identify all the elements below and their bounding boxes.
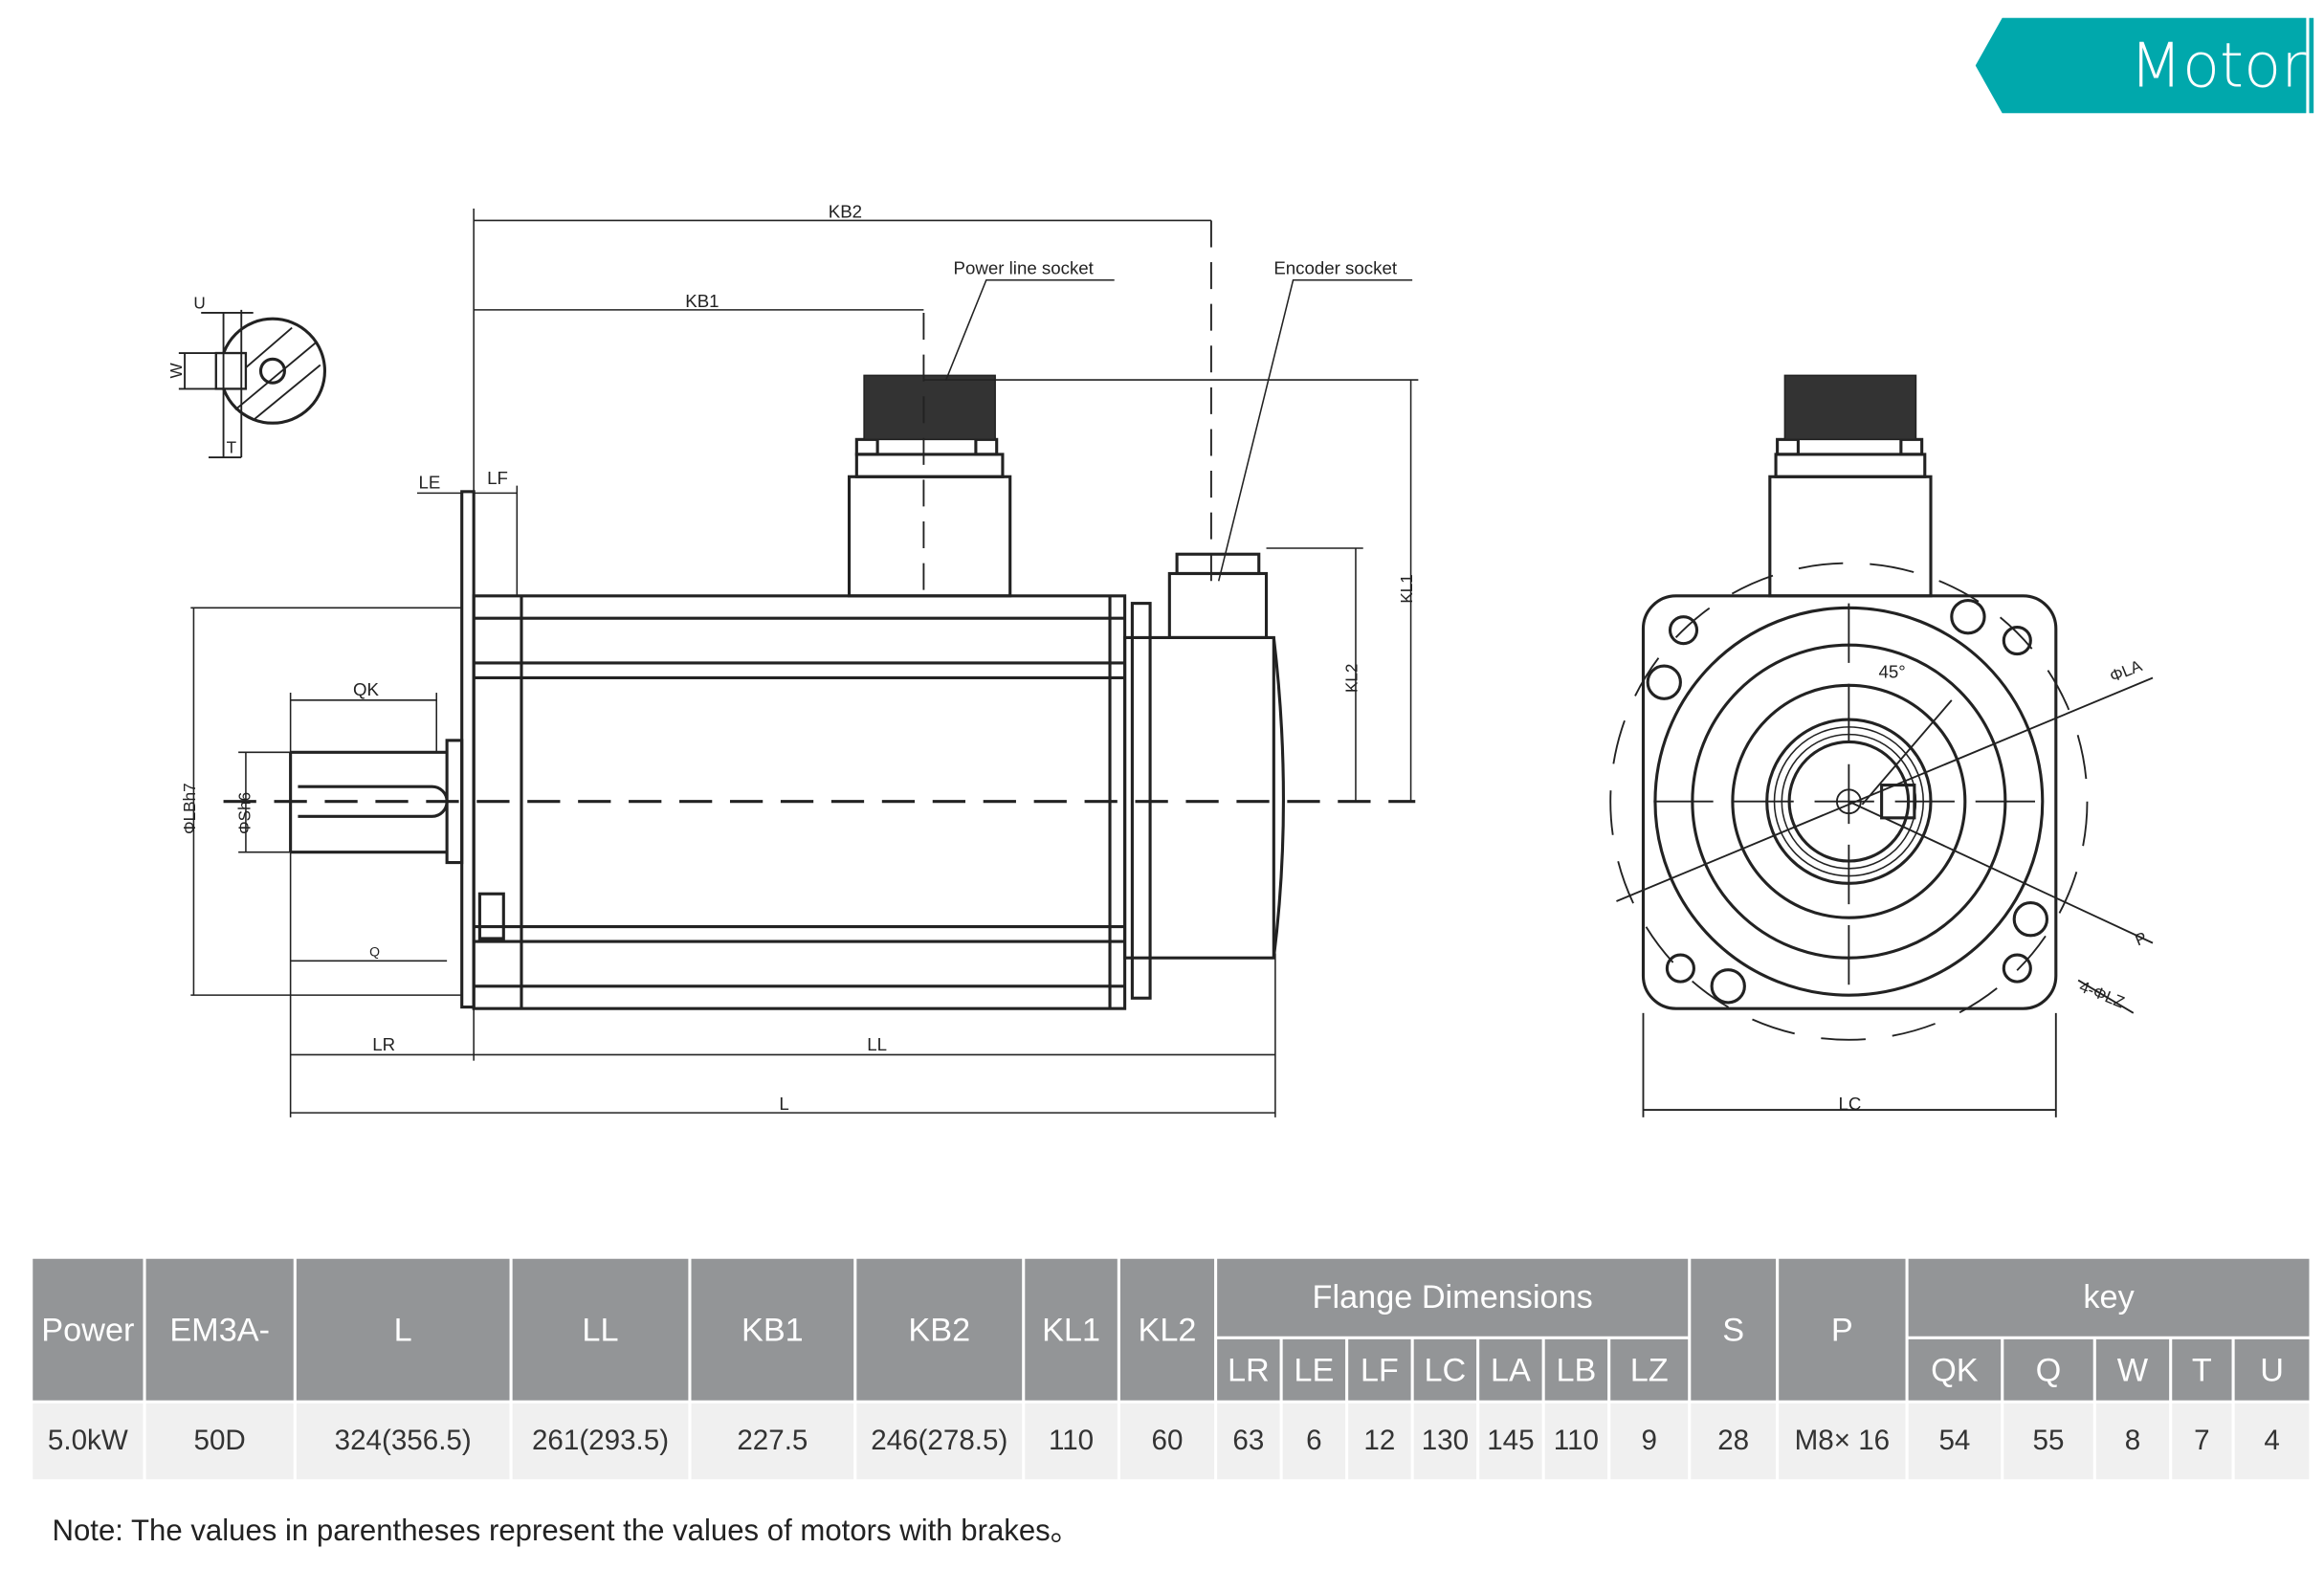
header-kl1: KL1 [1025,1258,1118,1401]
header-l: L [296,1258,510,1401]
label-qk: QK [353,679,380,699]
section-title-banner: Motor size [1975,17,2315,185]
header-model: EM3A- [145,1258,294,1401]
cell-kb1: 227.5 [691,1403,854,1480]
cell-lr: 63 [1217,1403,1280,1480]
cell-model: 50D [145,1403,294,1480]
label-kl2: KL2 [1343,664,1361,693]
cell-lz: 9 [1610,1403,1689,1480]
cell-ll: 261(293.5) [512,1403,689,1480]
header-lb: LB [1544,1338,1608,1401]
key-section-view [178,309,327,458]
header-kb1: KB1 [691,1258,854,1401]
header-t: T [2172,1338,2232,1401]
header-u: U [2234,1338,2310,1401]
header-flange-dimensions: Flange Dimensions [1217,1258,1689,1337]
label-kb2: KB2 [829,201,862,221]
label-lb: ΦLBh7 [181,783,199,834]
header-lz: LZ [1610,1338,1689,1401]
label-u: U [193,294,205,312]
label-q: Q [369,944,380,960]
header-w: W [2095,1338,2170,1401]
motor-drawing: U W T [167,201,2154,1117]
header-power: Power [33,1258,144,1401]
label-t: T [227,438,237,456]
header-kb2: KB2 [856,1258,1023,1401]
header-ll: LL [512,1258,689,1401]
cell-p: M8× 16 [1779,1403,1906,1480]
header-p: P [1779,1258,1906,1401]
label-s: ΦSh6 [236,792,255,834]
label-lz: 4-ΦLZ [2077,978,2127,1012]
cell-power: 5.0kW [33,1403,144,1480]
cell-l: 324(356.5) [296,1403,510,1480]
label-p: P [2133,929,2150,950]
cell-kb2: 246(278.5) [856,1403,1023,1480]
front-view-construction-lines [1609,562,2154,1117]
header-kl2: KL2 [1119,1258,1215,1401]
label-lc: LC [1838,1094,1861,1114]
header-key: key [1908,1258,2310,1337]
cell-q: 55 [2003,1403,2093,1480]
banner-shape [1975,17,2314,114]
header-q: Q [2003,1338,2093,1401]
header-lf: LF [1348,1338,1411,1401]
label-encoder-socket: Encoder socket [1273,258,1398,278]
label-le: LE [419,473,441,493]
label-45-degrees: 45° [1879,661,1906,681]
label-w: W [167,363,186,379]
cell-lc: 130 [1413,1403,1477,1480]
cell-kl2: 60 [1119,1403,1215,1480]
cell-kl1: 110 [1025,1403,1118,1480]
cell-lb: 110 [1544,1403,1608,1480]
cell-w: 8 [2095,1403,2170,1480]
cell-la: 145 [1479,1403,1542,1480]
motor-side-view [289,374,1285,1010]
label-kl1: KL1 [1398,574,1416,603]
header-qk: QK [1908,1338,2002,1401]
label-l: L [779,1094,788,1114]
cell-qk: 54 [1908,1403,2002,1480]
label-lr: LR [372,1034,395,1054]
cell-s: 28 [1691,1403,1777,1480]
header-s: S [1691,1258,1777,1401]
header-lc: LC [1413,1338,1477,1401]
dimension-lines [190,208,1419,1117]
header-la: LA [1479,1338,1542,1401]
cell-u: 4 [2234,1403,2310,1480]
label-lf: LF [487,468,508,488]
header-lr: LR [1217,1338,1280,1401]
cell-lf: 12 [1348,1403,1411,1480]
cell-le: 6 [1282,1403,1346,1480]
brake-note: Note: The values in parentheses represen… [52,1515,1080,1548]
label-kb1: KB1 [685,291,719,311]
cell-t: 7 [2172,1403,2232,1480]
label-la: ΦLA [2107,656,2145,686]
label-power-line-socket: Power line socket [954,258,1095,278]
section-title: Motor size [2129,30,2307,186]
label-ll: LL [867,1034,887,1054]
header-le: LE [1282,1338,1346,1401]
